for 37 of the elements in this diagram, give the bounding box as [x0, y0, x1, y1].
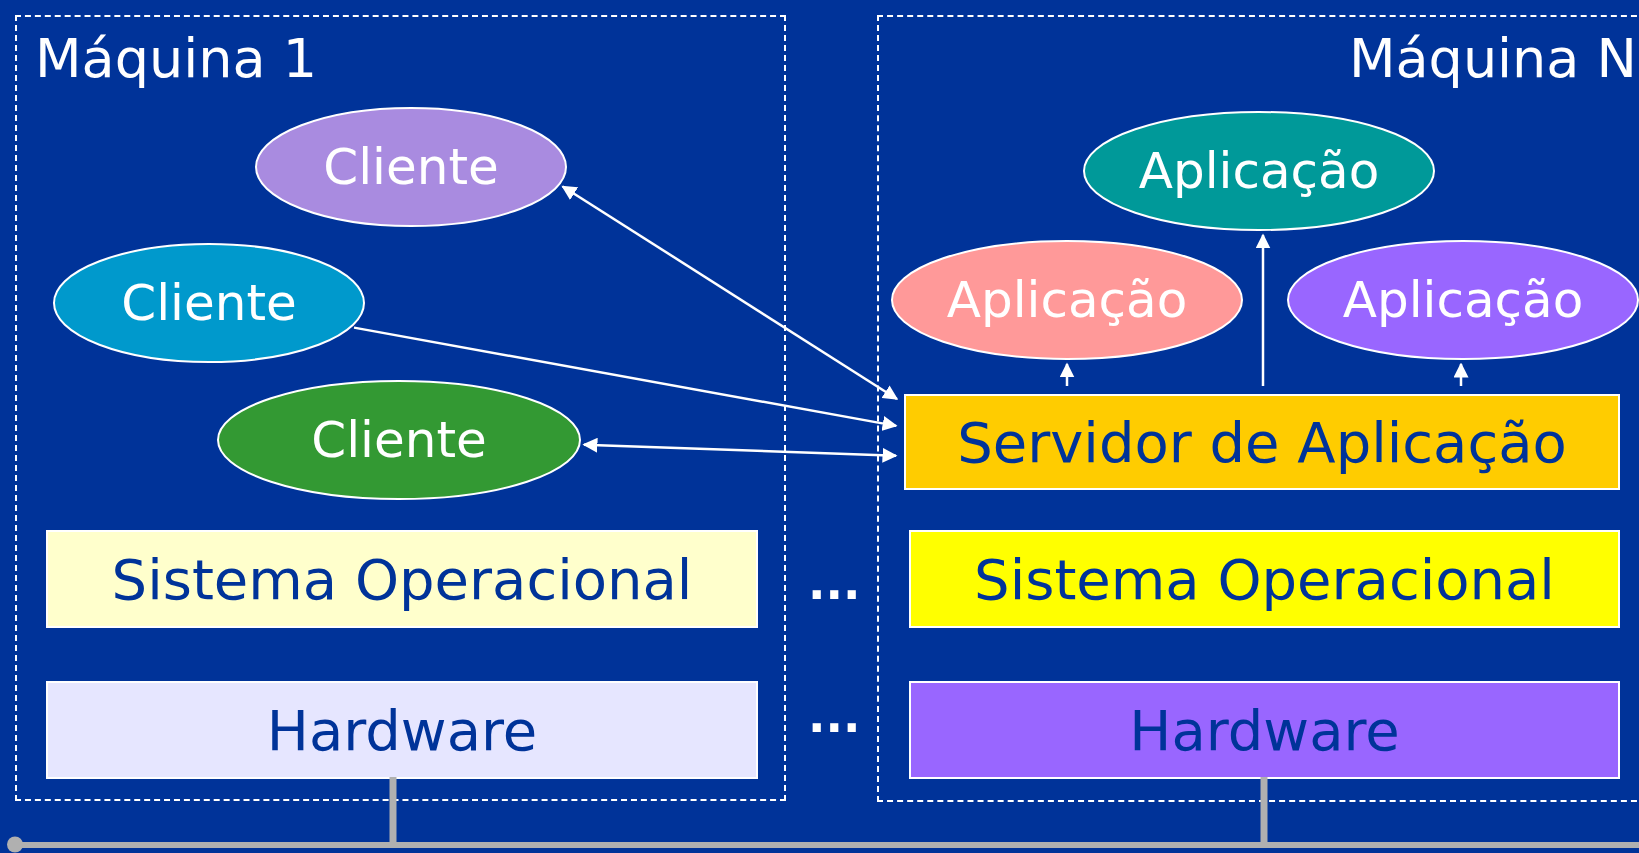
application-ellipse: [1287, 240, 1639, 360]
network-link-line: [389, 777, 397, 842]
arrow: [582, 437, 898, 463]
arrow: [1255, 233, 1271, 386]
ellipse-label: Aplicação: [1341, 271, 1585, 329]
ellipse-label: Cliente: [120, 274, 298, 332]
machine-frame: [877, 15, 1639, 802]
network-link-line: [1260, 777, 1268, 842]
layer-label: Sistema Operacional: [973, 546, 1556, 612]
layer-label: Servidor de Aplicação: [956, 409, 1568, 475]
client-ellipse: [217, 380, 581, 500]
ellipse-label: Cliente: [322, 138, 500, 196]
ellipse-label: Aplicação: [1137, 142, 1381, 200]
machine-frame: [15, 15, 786, 801]
os-layer-box: [909, 530, 1620, 628]
layer-label: Hardware: [1128, 697, 1401, 763]
ellipsis-text: ...: [808, 693, 861, 739]
arrow: [561, 185, 899, 401]
layer-label: Hardware: [265, 697, 539, 763]
os-layer-box: [46, 530, 758, 628]
ellipsis-text: ...: [808, 560, 861, 606]
ellipse-label: Cliente: [310, 411, 488, 469]
ellipse-label: Aplicação: [945, 271, 1189, 329]
arrow: [353, 326, 898, 431]
app-server-box: [904, 394, 1620, 490]
client-ellipse: [53, 243, 365, 363]
network-bus-line: [4, 836, 1639, 853]
arrow: [1453, 362, 1469, 386]
hardware-layer-box: [46, 681, 758, 779]
arrow: [1059, 362, 1075, 386]
machine-title: Máquina 1: [35, 27, 318, 90]
layer-label: Sistema Operacional: [110, 546, 694, 612]
client-ellipse: [255, 107, 567, 227]
machine-title: Máquina N: [1348, 27, 1637, 90]
application-ellipse: [1083, 111, 1435, 231]
application-ellipse: [891, 240, 1243, 360]
hardware-layer-box: [909, 681, 1620, 779]
